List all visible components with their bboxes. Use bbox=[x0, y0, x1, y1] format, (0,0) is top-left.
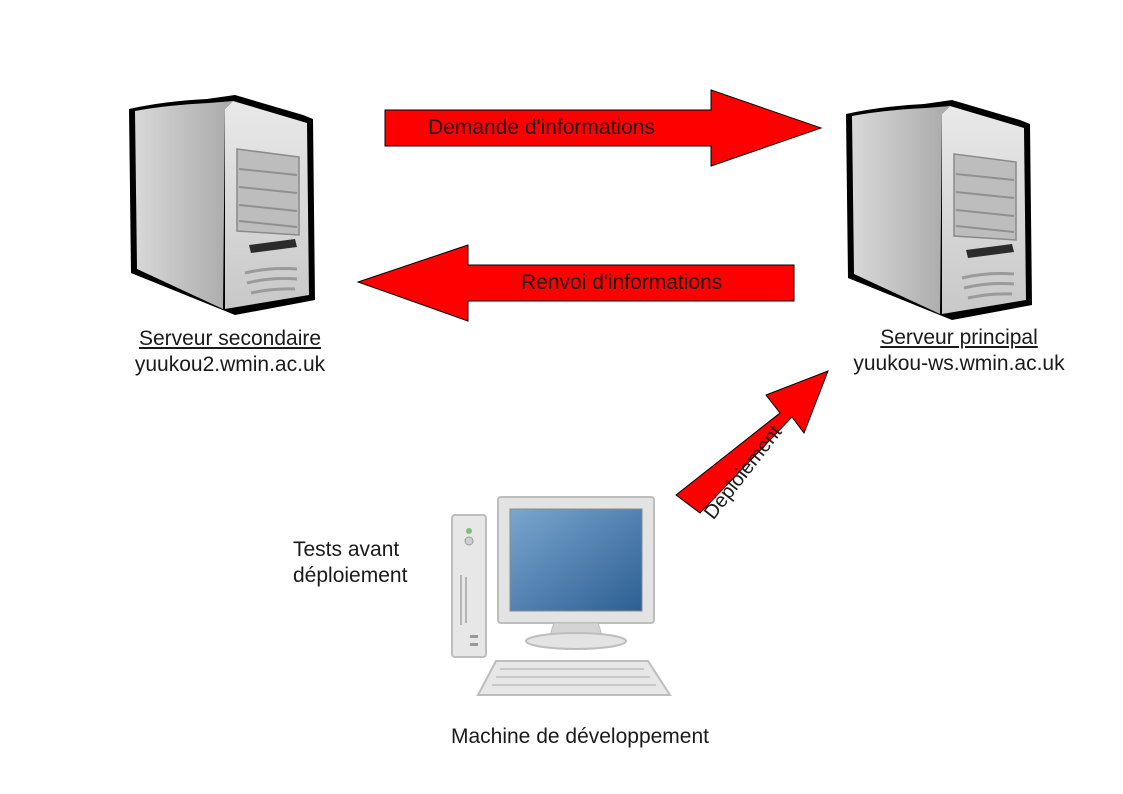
desktop-computer-icon bbox=[451, 496, 672, 696]
tests-label: Tests avant déploiement bbox=[293, 537, 407, 589]
request-arrow-label: Demande d'informations bbox=[428, 116, 655, 139]
secondary-server-label: Serveur secondaire yuukou2.wmin.ac.uk bbox=[110, 326, 350, 378]
deploy-arrow bbox=[675, 370, 829, 514]
primary-server-role: Serveur principal bbox=[880, 326, 1038, 349]
response-arrow-label: Renvoi d'informations bbox=[521, 271, 723, 294]
primary-server-label: Serveur principal yuukou-ws.wmin.ac.uk bbox=[828, 325, 1090, 377]
primary-server-host: yuukou-ws.wmin.ac.uk bbox=[853, 352, 1065, 375]
request-arrow bbox=[384, 89, 823, 167]
tests-label-line1: Tests avant bbox=[293, 538, 400, 561]
tests-label-line2: déploiement bbox=[293, 564, 408, 587]
secondary-server-host: yuukou2.wmin.ac.uk bbox=[134, 353, 326, 376]
server-tower-icon bbox=[846, 100, 1032, 320]
dev-machine-label: Machine de développement bbox=[450, 725, 709, 748]
server-tower-icon bbox=[129, 95, 315, 315]
response-arrow bbox=[356, 244, 795, 322]
secondary-server-role: Serveur secondaire bbox=[138, 327, 322, 350]
